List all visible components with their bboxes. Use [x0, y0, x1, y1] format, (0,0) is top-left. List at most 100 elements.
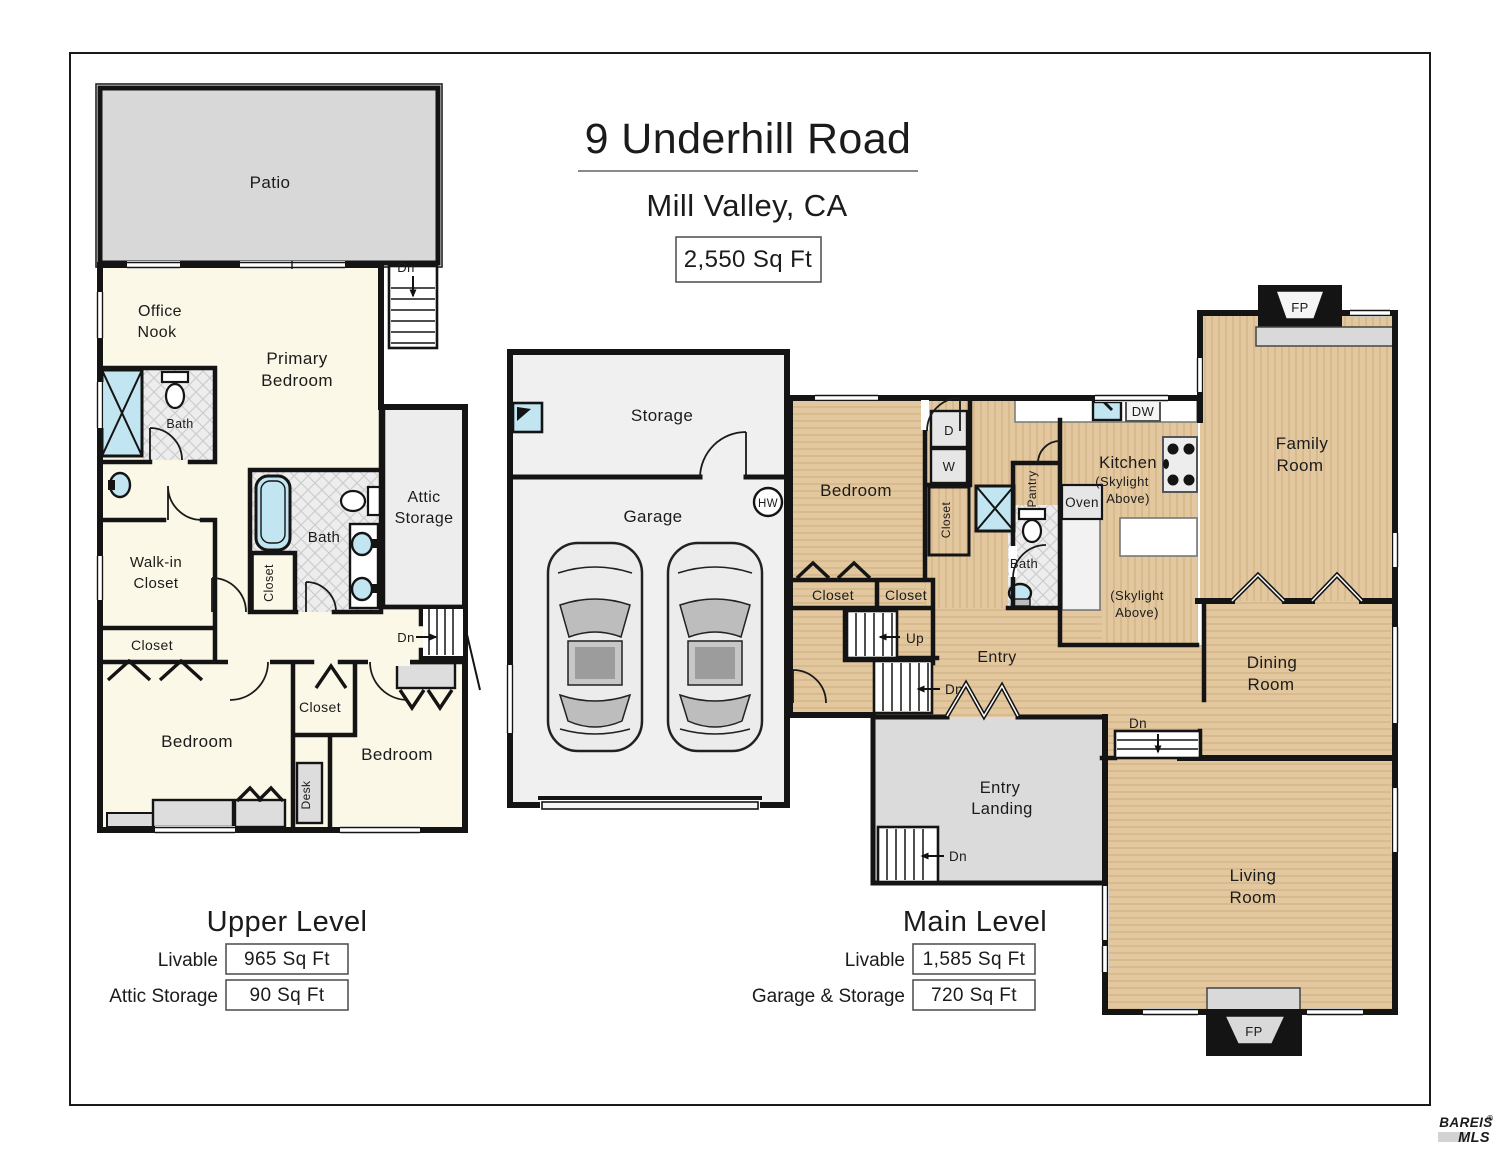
- dining-room-label-2: Room: [1248, 675, 1295, 694]
- dn-label: Dn: [1129, 716, 1147, 731]
- upper-level-heading: Upper Level: [207, 906, 368, 938]
- entry-floor: [790, 608, 1102, 718]
- dining-room-label: Dining: [1247, 653, 1298, 672]
- upper-windows: [96, 261, 420, 834]
- garage-window: [506, 665, 514, 733]
- main-bedroom-floor: [790, 398, 935, 610]
- living-room-fireplace: FP: [1206, 987, 1302, 1056]
- sink: [350, 576, 374, 602]
- dining-room-floor: [1204, 601, 1395, 758]
- window-seat: [233, 798, 287, 829]
- upper-stat-value-2: 90 Sq Ft: [249, 985, 324, 1006]
- sink-faucet-icon: [372, 539, 378, 548]
- upper-stat-box-2: [225, 979, 349, 1011]
- entry-landing-label: Entry: [980, 779, 1021, 797]
- primary-bedroom-label: Primary: [266, 349, 327, 368]
- patio-label: Patio: [250, 173, 291, 192]
- desk: [295, 761, 324, 825]
- upper-exterior-walls: [97, 262, 468, 833]
- up-label: Up: [906, 631, 924, 646]
- patio-dn-label: Dn: [397, 260, 414, 275]
- main-windows: [815, 309, 1399, 1016]
- dryer: [929, 409, 969, 449]
- upper-doors: [149, 427, 410, 701]
- primary-bath-label: Bath: [166, 417, 193, 431]
- hearth: [1255, 326, 1394, 347]
- kitchen-island: [1119, 517, 1198, 557]
- sink-faucet-icon: [372, 584, 378, 593]
- total-area-box: [675, 236, 822, 283]
- bath-closet-label: Closet: [262, 564, 276, 602]
- fp-label: FP: [1291, 300, 1308, 315]
- family-room-label-2: Room: [1277, 456, 1324, 475]
- bedroom-right-label: Bedroom: [361, 745, 433, 764]
- closet-left-label: Closet: [812, 587, 854, 603]
- window-seat: [151, 798, 235, 829]
- upper-closet-doors: [106, 658, 454, 803]
- entry-door: [945, 679, 1021, 721]
- patio-stairs-down: Dn: [387, 260, 439, 350]
- total-area-value: 2,550 Sq Ft: [684, 246, 812, 273]
- sink-faucet-icon: [108, 480, 115, 490]
- attic-storage-room: [380, 404, 468, 610]
- main-bedroom-label: Bedroom: [820, 481, 892, 500]
- main-level-stats: Main Level Livable 1,585 Sq Ft Garage & …: [752, 906, 1047, 1011]
- kitchen-faucet-icon: [1102, 400, 1114, 412]
- car: [666, 541, 764, 753]
- watermark-suffix: MLS: [1458, 1130, 1490, 1146]
- living-room-label: Living: [1230, 866, 1277, 885]
- attic-storage-label: Attic: [407, 489, 440, 506]
- bedroom-closet-label: Closet: [299, 699, 341, 715]
- car: [546, 541, 644, 753]
- main-closet-doors: [795, 560, 872, 580]
- washer-label: W: [943, 459, 956, 474]
- cooktop-knob-icon: [1163, 459, 1169, 469]
- garage-door: [538, 796, 762, 810]
- main-stat-label-2: Garage & Storage: [752, 986, 905, 1007]
- living-room-floor: [1108, 758, 1395, 1012]
- main-stat-value-2: 720 Sq Ft: [931, 985, 1017, 1006]
- upper-interior-walls: [97, 365, 468, 833]
- upper-stat-label-2: Attic Storage: [109, 986, 218, 1007]
- watermark: BAREIS ® MLS: [1438, 1114, 1493, 1146]
- stair-rail: [460, 608, 481, 691]
- dishwasher-label: DW: [1132, 404, 1155, 419]
- page-title: 9 Underhill Road: [585, 115, 912, 163]
- water-heater-label: HW: [758, 498, 778, 510]
- pantry-label: Pantry: [1025, 470, 1039, 507]
- main-level-plan: Storage Garage HW: [506, 285, 1399, 1056]
- upper-stat-value: 965 Sq Ft: [244, 949, 330, 970]
- kitchen-skylight-label: (Skylight: [1095, 474, 1148, 489]
- bathtub-inner: [260, 480, 286, 544]
- upper-level-plan: Patio Dn: [95, 83, 481, 834]
- watermark-bar: [1438, 1132, 1466, 1142]
- storage-door: [699, 431, 747, 478]
- entry-landing-label-2: Landing: [971, 800, 1033, 818]
- office-nook-label-2: Nook: [138, 324, 178, 341]
- living-room-label-2: Room: [1230, 888, 1277, 907]
- primary-bedroom-label-2: Bedroom: [261, 371, 333, 390]
- up-stairs: Up: [845, 609, 924, 660]
- skylight-note-label-2: Above): [1115, 605, 1159, 620]
- walk-in-closet-label-2: Closet: [134, 575, 179, 592]
- desk-label: Desk: [299, 780, 313, 810]
- dryer-label: D: [944, 423, 954, 438]
- main-level-heading: Main Level: [903, 906, 1047, 938]
- garage-label: Garage: [623, 507, 682, 526]
- main-bath-label: Bath: [1010, 556, 1038, 571]
- walk-in-closet-label: Walk-in: [130, 554, 182, 571]
- watermark-brand: BAREIS: [1439, 1115, 1492, 1130]
- kitchen-label: Kitchen: [1099, 454, 1157, 472]
- fp-label: FP: [1245, 1024, 1262, 1039]
- storage-label: Storage: [631, 406, 693, 425]
- storage-window-shade-icon: [517, 407, 531, 421]
- hearth: [1206, 987, 1301, 1013]
- hall-bath-label: Bath: [308, 529, 340, 546]
- closet-right-label: Closet: [885, 587, 927, 603]
- toilet-bowl: [164, 382, 186, 410]
- family-dining-doors: [1230, 571, 1364, 603]
- dining-stairs-down: Dn: [1113, 716, 1202, 760]
- main-stat-label: Livable: [845, 950, 905, 971]
